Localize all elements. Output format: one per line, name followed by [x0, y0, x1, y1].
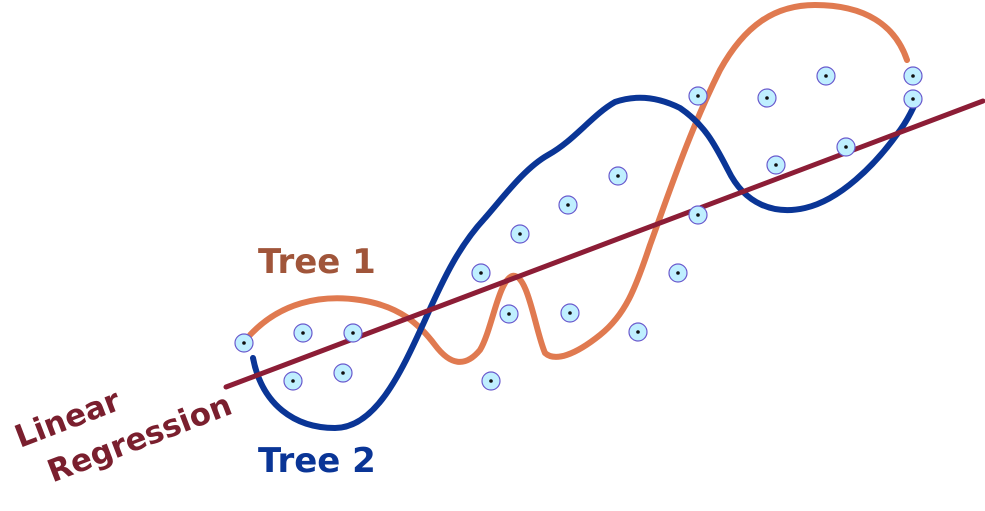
data-point — [481, 371, 501, 391]
data-point — [688, 205, 708, 225]
tree1-curve — [247, 2, 910, 365]
data-point — [510, 224, 530, 244]
data-point — [343, 323, 363, 343]
data-point — [293, 323, 313, 343]
data-point — [471, 263, 491, 283]
data-point — [903, 89, 923, 109]
tree2-label: Tree 2 — [258, 441, 376, 481]
tree2-curve — [250, 94, 918, 431]
data-point — [816, 66, 836, 86]
linear-regression-label: Linear Regression — [10, 382, 237, 490]
data-point — [608, 166, 628, 186]
data-point — [560, 303, 580, 323]
data-point — [234, 333, 254, 353]
data-point — [499, 304, 519, 324]
data-point — [668, 263, 688, 283]
tree1-label: Tree 1 — [258, 242, 376, 282]
data-point — [903, 66, 923, 86]
data-point — [558, 195, 578, 215]
data-point — [688, 86, 708, 106]
data-point — [766, 155, 786, 175]
data-point — [836, 137, 856, 157]
data-point — [283, 371, 303, 391]
data-point — [628, 322, 648, 342]
data-point — [757, 88, 777, 108]
data-points — [234, 66, 923, 391]
data-point — [333, 363, 353, 383]
